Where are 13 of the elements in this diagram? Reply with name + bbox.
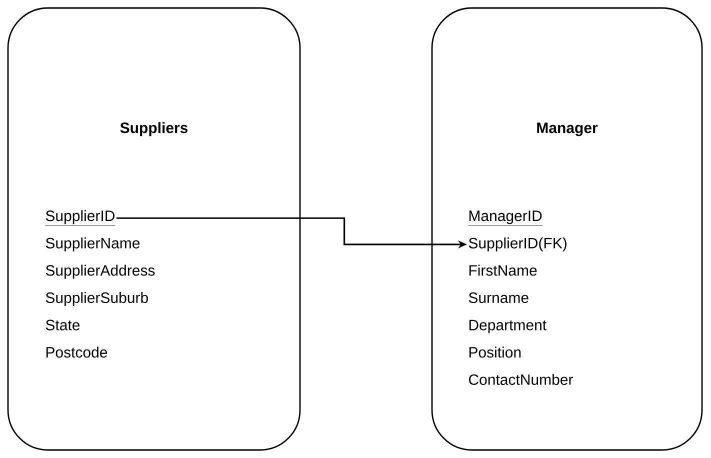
attribute-text: State	[46, 320, 80, 330]
attribute-text: Position	[469, 346, 521, 358]
attribute-text: FirstName	[469, 264, 537, 276]
attribute-text: Postcode	[46, 346, 108, 358]
attribute-text: SupplierAddress	[46, 264, 155, 279]
attribute-text: Surname	[468, 292, 528, 304]
attribute-text: SupplierID(FK)	[468, 237, 566, 252]
attribute-text: Department	[469, 320, 546, 334]
key-attribute: ManagerID	[468, 210, 543, 226]
attribute-text: SupplierName	[46, 237, 140, 252]
key-attribute: SupplierID	[45, 210, 116, 226]
attribute-text: ContactNumber	[468, 374, 573, 385]
attribute-text: SupplierSuburb	[46, 292, 148, 306]
